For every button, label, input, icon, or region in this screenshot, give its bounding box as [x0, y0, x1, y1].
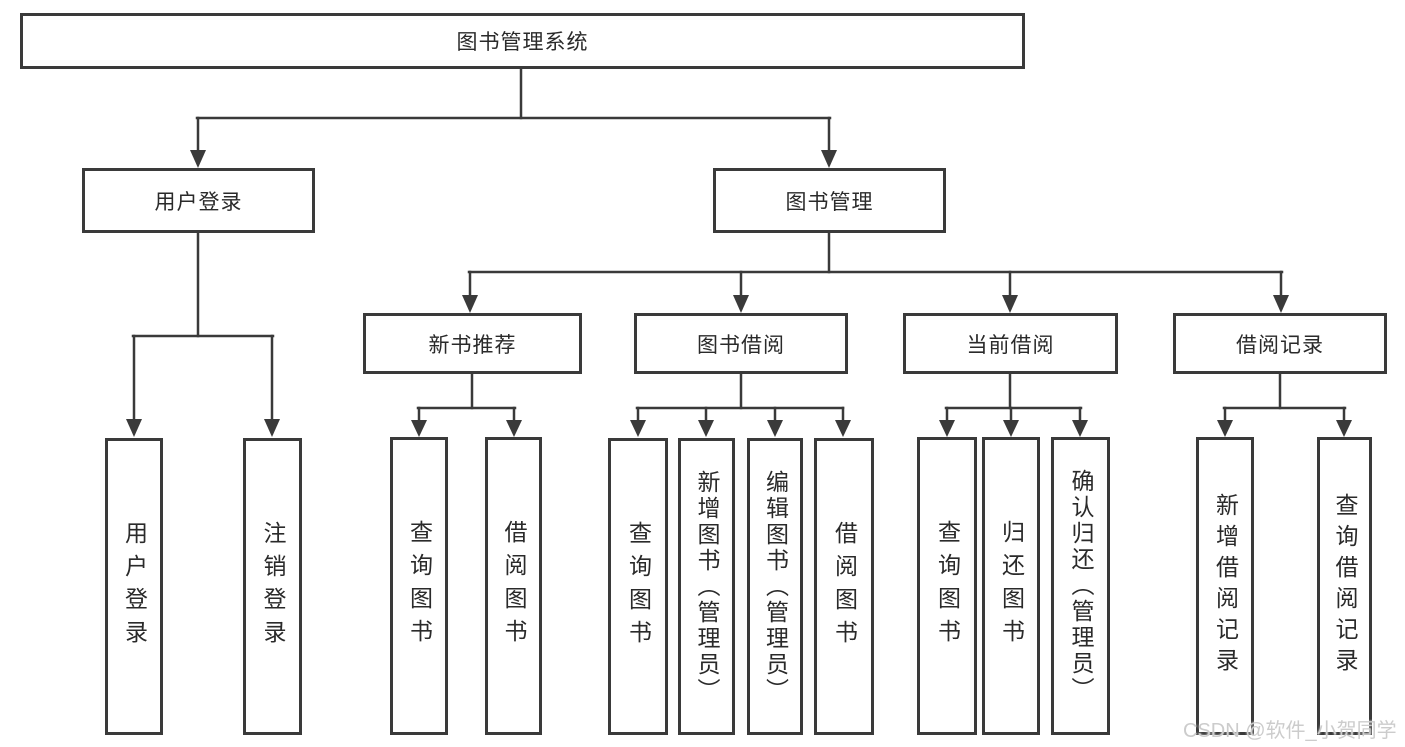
node-borrow-records: 借阅记录: [1173, 313, 1387, 374]
leaf-add-borrow-record-label: 新增借阅记录: [1212, 493, 1239, 679]
leaf-query-books-2-label: 查询图书: [625, 520, 652, 653]
leaf-query-books-1: 查询图书: [390, 437, 448, 735]
leaf-confirm-return-admin: 确认归还（管理员）: [1051, 437, 1110, 735]
node-new-book-recommend-label: 新书推荐: [428, 333, 517, 357]
leaf-query-borrow-record: 查询借阅记录: [1317, 437, 1372, 735]
leaf-return-book: 归还图书: [982, 437, 1040, 735]
leaf-query-books-3: 查询图书: [917, 437, 977, 735]
leaf-query-borrow-record-label: 查询借阅记录: [1332, 493, 1358, 679]
node-book-management: 图书管理: [713, 168, 946, 233]
leaf-query-books-3-label: 查询图书: [934, 520, 961, 652]
leaf-borrow-books-1: 借阅图书: [485, 437, 542, 735]
node-user-login: 用户登录: [82, 168, 315, 233]
node-current-borrow-label: 当前借阅: [966, 333, 1055, 357]
node-book-management-label: 图书管理: [785, 190, 874, 214]
leaf-logout: 注销登录: [243, 438, 302, 735]
leaf-user-login-label: 用户登录: [121, 520, 148, 653]
leaf-borrow-books-2: 借阅图书: [814, 438, 874, 735]
leaf-add-borrow-record: 新增借阅记录: [1196, 437, 1254, 735]
node-borrow-records-label: 借阅记录: [1236, 333, 1324, 357]
leaf-confirm-return-admin-label: 确认归还（管理员）: [1068, 469, 1094, 703]
node-current-borrow: 当前借阅: [903, 313, 1118, 374]
watermark-text: CSDN @软件_小贺同学: [1183, 720, 1397, 742]
leaf-add-book-admin-label: 新增图书（管理员）: [694, 469, 720, 704]
leaf-return-book-label: 归还图书: [998, 520, 1025, 652]
node-book-borrow-label: 图书借阅: [697, 333, 785, 357]
leaf-borrow-books-2-label: 借阅图书: [831, 520, 858, 653]
leaf-add-book-admin: 新增图书（管理员）: [678, 438, 735, 735]
leaf-query-books-2: 查询图书: [608, 438, 668, 735]
node-new-book-recommend: 新书推荐: [363, 313, 582, 374]
node-library-system: 图书管理系统: [20, 13, 1025, 69]
node-user-login-label: 用户登录: [154, 190, 243, 214]
leaf-edit-book-admin-label: 编辑图书（管理员）: [762, 469, 789, 704]
leaf-edit-book-admin: 编辑图书（管理员）: [747, 438, 803, 735]
leaf-borrow-books-1-label: 借阅图书: [501, 520, 527, 652]
leaf-logout-label: 注销登录: [260, 520, 286, 653]
node-book-borrow: 图书借阅: [634, 313, 848, 374]
node-library-system-label: 图书管理系统: [456, 31, 589, 54]
leaf-query-books-1-label: 查询图书: [406, 520, 433, 652]
leaf-user-login: 用户登录: [105, 438, 163, 735]
